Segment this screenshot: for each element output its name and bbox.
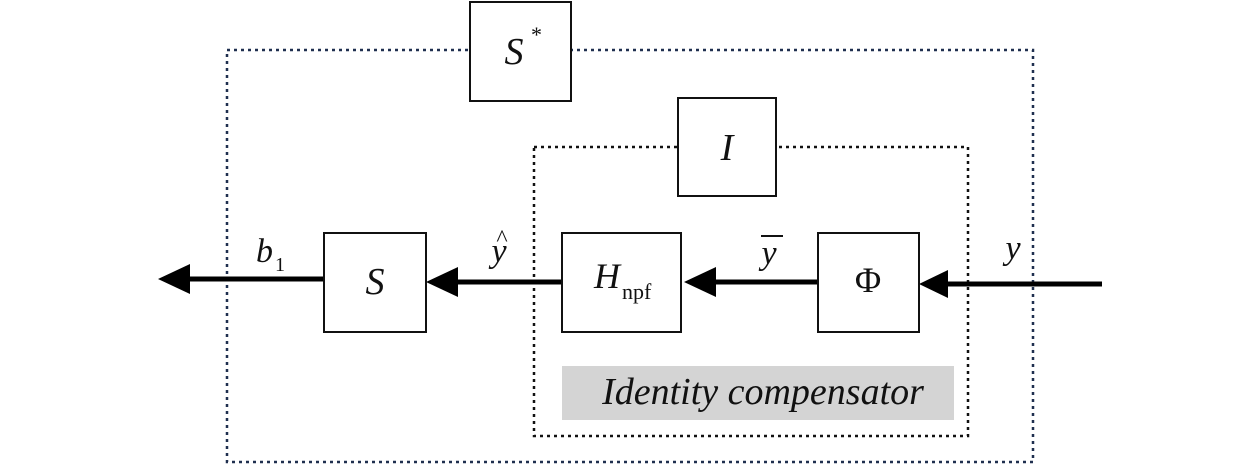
identity-label-box: I: [677, 97, 777, 197]
caption-background: [562, 366, 954, 420]
outer-system-label-box: S *: [469, 1, 572, 102]
phi-to-h-arrowhead: [684, 267, 716, 297]
block-h-label: H: [593, 256, 622, 296]
identity-label: I: [720, 127, 736, 169]
signal-y-label: y: [1002, 230, 1021, 267]
outer-system-label: S: [505, 31, 524, 73]
signal-b-subscript: 1: [275, 254, 285, 276]
identity-compensator-caption: Identity compensator: [562, 366, 954, 420]
block-s: S: [323, 232, 427, 333]
outer-system-label-superscript: *: [531, 22, 542, 47]
signal-label-yhat: y ^: [488, 226, 507, 270]
block-phi-label: Φ: [855, 260, 881, 300]
block-phi: Φ: [817, 232, 920, 333]
signal-label-ybar: y: [758, 235, 783, 272]
block-h-subscript: npf: [622, 279, 652, 304]
h-to-s-arrowhead: [426, 267, 458, 297]
signal-yhat-accent: ^: [496, 226, 507, 252]
signal-yhat-label: y: [488, 233, 507, 270]
input-arrowhead: [919, 270, 948, 298]
signal-label-b1: b 1: [256, 233, 285, 276]
block-s-label: S: [366, 261, 385, 303]
signal-b-label: b: [256, 233, 273, 270]
caption-text: Identity compensator: [601, 371, 924, 413]
output-arrowhead: [158, 264, 190, 294]
signal-ybar-label: y: [758, 235, 777, 272]
block-h-npf: H npf: [561, 232, 682, 333]
